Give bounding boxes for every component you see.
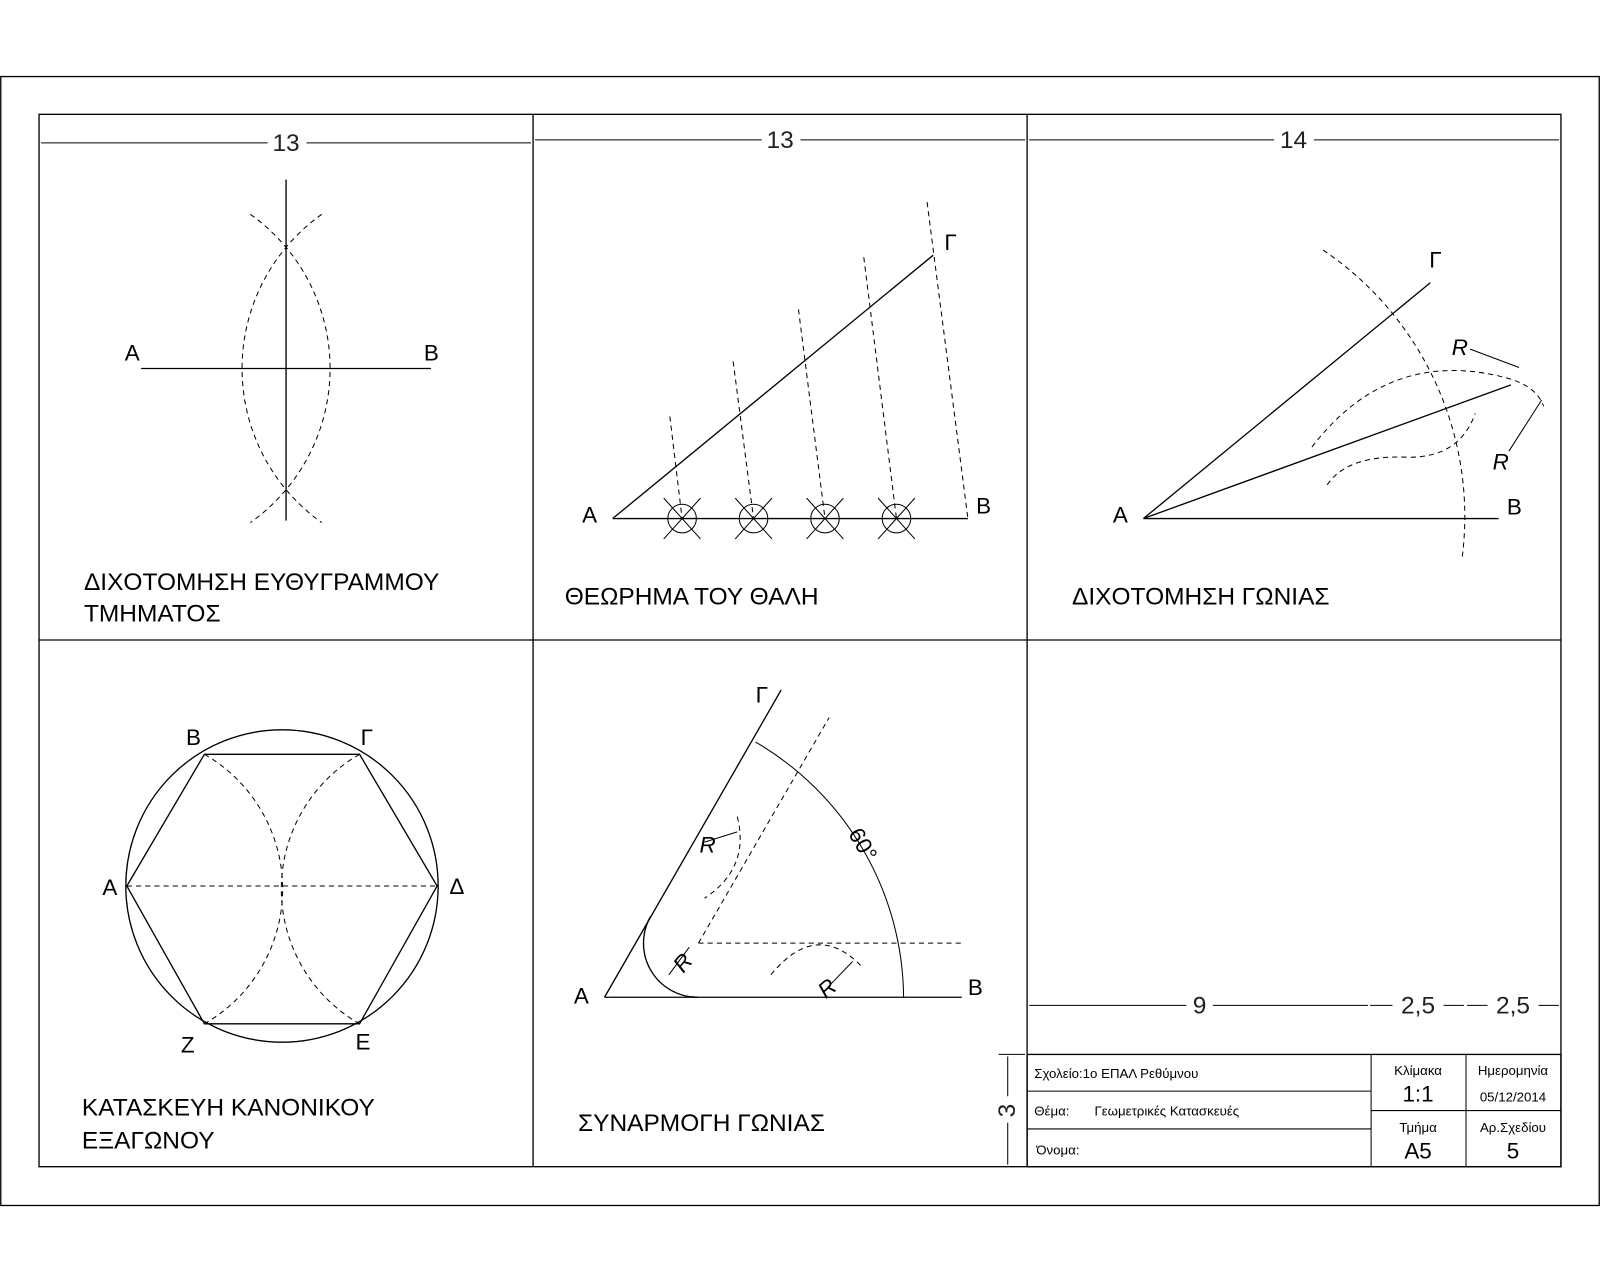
point-label: A (102, 875, 117, 900)
scale-value: 1:1 (1402, 1081, 1433, 1106)
panel-title: ΚΑΤΑΣΚΕΥΗ ΚΑΝΟΝΙΚΟΥ (82, 1095, 375, 1122)
date-value: 05/12/2014 (1480, 1089, 1546, 1104)
dimension-label: 9 (1193, 993, 1207, 1020)
point-label: B (186, 725, 201, 750)
title-block-dimensions: 9 2,5 2,5 3 (994, 993, 1559, 1165)
point-label: Δ (449, 874, 464, 899)
panel-title: ΔΙΧΟΤΟΜΗΣΗ ΕΥΘΥΓΡΑΜΜΟΥ (84, 569, 439, 596)
dimension-label: 13 (272, 130, 299, 157)
class-label: Τμήμα (1399, 1120, 1437, 1135)
radius-label: R (699, 832, 715, 857)
title-block: Σχολείο:1ο ΕΠΑΛ Ρεθύμνου Θέμα: Γεωμετρικ… (1026, 1053, 1562, 1168)
class-value: A5 (1404, 1139, 1431, 1164)
panel-title: ΤΜΗΜΑΤΟΣ (84, 601, 221, 628)
hexagon-figure: A B Γ Δ E Z (102, 725, 464, 1057)
point-label: E (355, 1029, 370, 1054)
radius-label: R (1452, 335, 1468, 360)
date-label: Ημερομηνία (1478, 1063, 1549, 1078)
radius-label: R (1493, 450, 1509, 475)
panel-title: ΣΥΝΑΡΜΟΓΗ ΓΩΝΙΑΣ (578, 1110, 825, 1137)
point-label: B (976, 493, 991, 518)
point-label: B (424, 340, 439, 365)
name-label: Όνομα: (1035, 1142, 1079, 1157)
radius-label: R (668, 949, 698, 977)
panel-title: ΕΞΑΓΩΝΟΥ (82, 1127, 215, 1154)
angle-bisection-figure: R R A B Γ (1113, 247, 1545, 560)
point-label: Γ (1429, 247, 1441, 272)
school-field: Σχολείο:1ο ΕΠΑΛ Ρεθύμνου (1034, 1066, 1198, 1081)
point-label: A (1113, 503, 1128, 528)
angle-label: 60° (843, 823, 882, 865)
point-label: Γ (756, 682, 768, 707)
dimension-label: 2,5 (1401, 993, 1435, 1020)
dimension-label: 13 (766, 127, 793, 154)
angle-fillet-figure: R R R 60° A B Γ (574, 682, 983, 1008)
point-label: Γ (944, 230, 956, 255)
segment-bisection-figure: A B (125, 179, 439, 524)
drawing-number-value: 5 (1507, 1139, 1519, 1164)
dimension-label: 14 (1280, 127, 1307, 154)
drawing-number-label: Αρ.Σχεδίου (1480, 1120, 1546, 1135)
thales-figure: A B Γ (582, 202, 991, 540)
outer-border (0, 75, 1600, 1207)
panel-title: ΘΕΩΡΗΜΑ ΤΟΥ ΘΑΛΗ (565, 583, 819, 610)
point-label: Γ (361, 725, 373, 750)
point-label: B (968, 975, 983, 1000)
scale-label: Κλίμακα (1394, 1063, 1442, 1078)
dimension-label: 2,5 (1496, 993, 1530, 1020)
dimension-label: 3 (994, 1104, 1021, 1118)
subject-label: Θέμα: (1034, 1104, 1069, 1119)
point-label: A (125, 340, 140, 365)
point-label: A (582, 503, 597, 528)
point-label: Z (181, 1032, 195, 1057)
top-dimensions: 13 13 14 (41, 127, 1559, 157)
point-label: B (1507, 494, 1522, 519)
point-label: A (574, 983, 589, 1008)
panel-title: ΔΙΧΟΤΟΜΗΣΗ ΓΩΝΙΑΣ (1072, 583, 1330, 610)
subject-value: Γεωμετρικές Κατασκευές (1094, 1104, 1239, 1119)
